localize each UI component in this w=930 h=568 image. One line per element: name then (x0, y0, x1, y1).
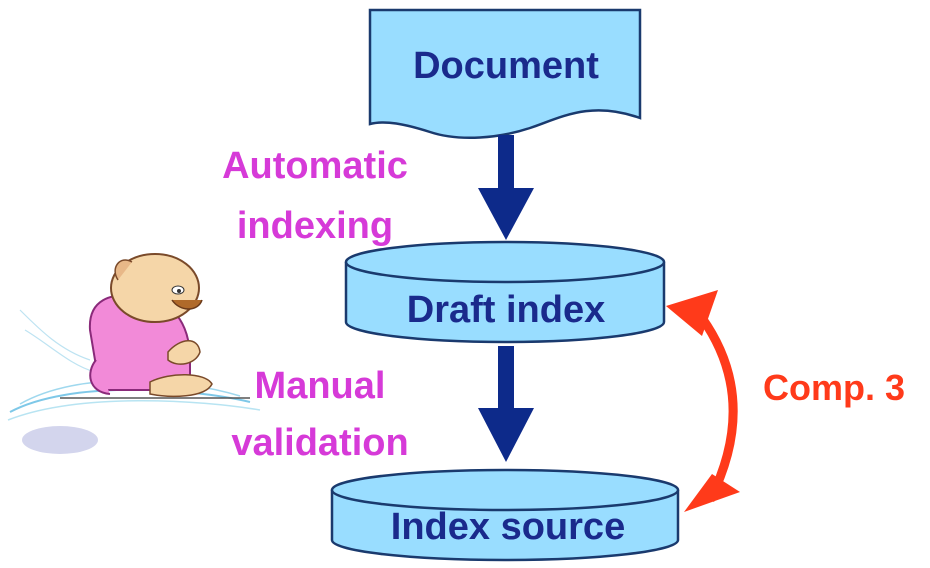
automatic-label-line2: indexing (237, 205, 393, 247)
comparison-arrow (666, 290, 740, 512)
draft-index-label: Draft index (407, 289, 605, 331)
index-source-label: Index source (391, 506, 625, 548)
arrow-document-to-draft (478, 135, 534, 240)
draft-index-node: Draft index (344, 240, 666, 344)
document-label: Document (413, 45, 599, 87)
arrow-draft-to-source (478, 346, 534, 462)
manual-label-line2: validation (231, 422, 408, 464)
automatic-label-line1: Automatic (222, 145, 408, 187)
index-source-node: Index source (330, 468, 680, 562)
manual-label-line1: Manual (255, 365, 386, 407)
person-at-desk-clipart (7, 253, 261, 454)
document-node: Document (368, 8, 642, 139)
comparison-label: Comp. 3 (763, 367, 905, 408)
